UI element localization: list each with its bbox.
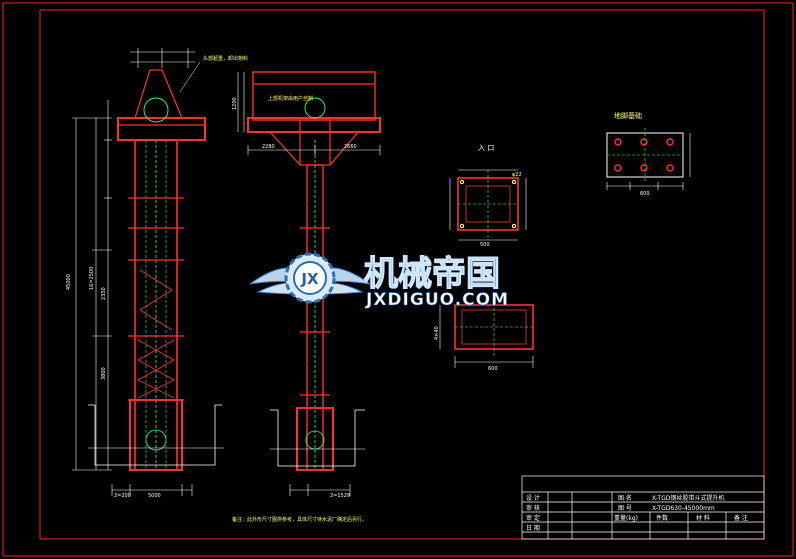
outlet-detail [454,298,534,356]
dim-total-height: 45000 [66,274,72,290]
middle-side-view [247,71,381,471]
top-left-callout: 头部超重，卸出物料 [203,55,248,62]
dim-4x40: 4×40 [434,326,440,340]
tb-row2-value: X-TGD630-45000mm [652,505,715,512]
dim-1200: 1200 [232,97,238,110]
entrance-dims [449,169,527,241]
tb-row4-label: 日 期 [526,524,540,532]
foundation-title: 地脚基础 [614,111,642,120]
middle-dimension-lines [237,72,381,496]
tb-row1-value: X-TGD钢丝胶带斗式提升机 [652,494,724,502]
entrance-detail [457,170,519,240]
watermark-badge: JX [300,270,319,288]
mid-callout: 上部机架由用户自制 [268,95,313,102]
drawing-note: 备注：此外形尺寸图供参考，具体尺寸待水泥厂确定后另行。 [232,516,367,523]
dim-mid-height: 16=2500 [89,267,95,290]
dim-2350: 2350 [101,287,107,300]
top-left-leader [179,61,201,93]
dim-base-3: 2=1529 [330,493,350,499]
watermark-logo: JX 机械帝国 JXDIGUO.COM [249,252,509,310]
tb-row3-label: 审 定 [526,514,540,522]
tb-row1-key: 图 名 [618,494,632,502]
bolt-callout: φ22 [512,172,522,178]
foundation-detail [606,128,684,182]
watermark-en: JXDIGUO.COM [365,290,509,310]
dim-base-2: 5000 [148,493,161,499]
dim-h-top2: 2660 [344,144,357,150]
left-dimension-chain [72,48,195,496]
outlet-dims [439,305,534,368]
inner-frame [39,9,765,540]
tb-row2-label: 审 核 [526,504,540,512]
foundation-dims [606,133,691,190]
dim-500: 500 [480,242,490,248]
watermark-cn: 机械帝国 [364,254,500,294]
dim-600: 600 [488,366,498,372]
entrance-title: 入 口 [478,144,494,152]
tb-row1-label: 设 计 [526,494,540,502]
tb-row2-key: 图 号 [618,505,632,512]
tb-row3-value: 件数 [656,514,668,522]
title-block [521,475,765,540]
dim-600b: 600 [640,191,650,197]
tb-row3-col3: 材 料 [696,514,710,522]
dim-base-1: 2=200 [114,493,131,499]
tb-row3-col4: 备 注 [734,514,748,522]
tb-row3-key: 重量(kg) [614,514,638,522]
dim-3800: 3800 [101,367,107,380]
dim-h-top: 2280 [262,144,275,150]
left-elevation-view [88,69,224,471]
